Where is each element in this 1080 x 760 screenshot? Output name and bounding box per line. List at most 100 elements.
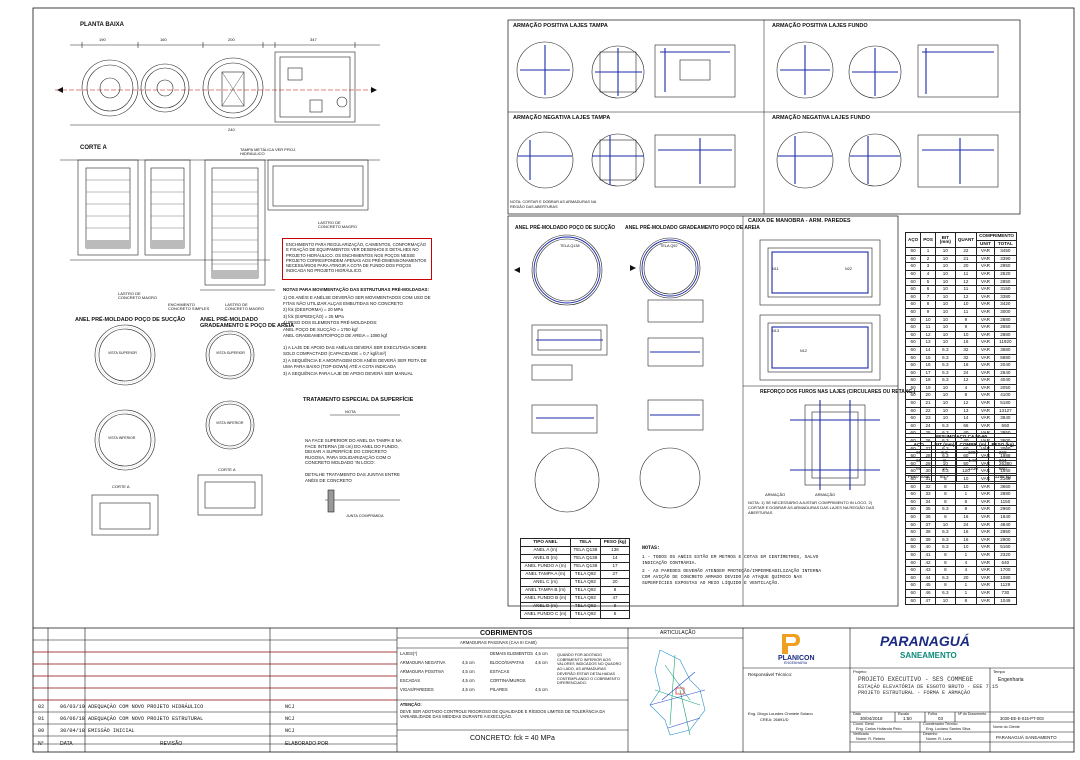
steel-row-cell: VAR (976, 497, 995, 507)
steel-row-cell: 6.3 (934, 535, 956, 545)
steel-row-cell: 2880 (993, 315, 1018, 325)
steel-row-cell: 10 (934, 330, 956, 340)
dim-347: 347 (310, 37, 317, 42)
telas-col-peso: PESO (kg) (600, 538, 630, 547)
revision-cell: ADEQUAÇÃO COM NOVO PROJETO HIDRÁULICO (88, 704, 204, 710)
steel-row-cell: 36 (920, 512, 936, 522)
resumo-row-cell: 680 (988, 465, 1017, 474)
steel-row-cell: 8 (934, 482, 956, 492)
steel-row-cell: 5180 (993, 399, 1018, 408)
steel-row-cell: 60 (904, 300, 922, 309)
steel-row-cell: 16 (920, 361, 936, 370)
label-armacao-1: ARMAÇÃO (765, 492, 786, 497)
steel-row-cell: 17 (920, 368, 936, 378)
steel-row-cell: 46 (920, 588, 936, 598)
steel-row-cell: 38 (920, 528, 936, 537)
telas-row-cell: ANEL TAMPA A (m) (520, 570, 571, 579)
steel-row-cell: 2520 (993, 269, 1018, 279)
cobrimento-item-value: 4,5 cm (462, 678, 475, 683)
steel-row-cell: 2650 (993, 323, 1018, 332)
label-vista-inferior-2: VISTA INFERIOR (216, 421, 244, 425)
label-armacao-2: ARMAÇÃO (815, 492, 836, 497)
steel-row-cell: VAR (976, 596, 995, 606)
resumo-col-aco: AÇO (904, 441, 933, 450)
projeto-line: PROJETO ESTRUTURAL - FORMA E ARMAÇÃO (858, 690, 971, 697)
steel-row-cell: 60 (904, 285, 922, 294)
steel-col-total: TOTAL (993, 239, 1018, 249)
steel-row-cell: 10 (934, 300, 956, 309)
steel-row-cell: VAR (976, 543, 995, 552)
telas-row-cell: TELA Q138 (569, 546, 602, 555)
steel-row-cell: 60 (904, 543, 922, 552)
steel-row-cell: 8 (954, 505, 978, 514)
steel-row-cell: VAR (976, 338, 995, 347)
telas-row-cell: 136 (600, 546, 630, 555)
steel-row-cell: 11 (920, 323, 936, 332)
doc-value: 3030-EE-E-015-PT-003 (1000, 716, 1044, 721)
steel-row-cell: 6.3 (934, 528, 956, 537)
cobrimento-item-value: 4,5 cm (462, 669, 475, 674)
steel-row-cell: VAR (976, 581, 995, 590)
steel-row-cell: 2 (920, 254, 936, 264)
steel-row-cell: 60 (904, 512, 922, 522)
steel-row-cell: 60 (904, 596, 922, 606)
steel-row-cell: 6.3 (934, 361, 956, 370)
cobrimento-item-label: DEMAIS ELEMENTOS (490, 651, 533, 656)
folha-label: Folha (928, 712, 937, 716)
steel-row-cell: 10 (934, 277, 956, 287)
steel-row-cell: 16 (954, 528, 978, 537)
nota-bottom-item: 2 - AS PAREDES DEVERÃO ATENDER PROTEÇÃO/… (642, 569, 822, 586)
steel-row-cell: VAR (976, 490, 995, 499)
steel-row-cell: 6.3 (934, 376, 956, 385)
steel-row-cell: 20 (920, 391, 936, 401)
steel-row-cell: 13 (920, 338, 936, 347)
coord-tecnico-name: Eng. Luciano Santos Silva (926, 727, 971, 731)
steel-row-cell: VAR (976, 300, 995, 309)
cobrimentos-title: COBRIMENTOS (480, 630, 533, 637)
steel-row-cell: VAR (976, 512, 995, 522)
steel-row-cell: VAR (976, 520, 995, 530)
steel-row-cell: 22 (920, 406, 936, 416)
responsavel-tecnico-label: Responsável Técnico: (748, 672, 793, 677)
label-enchimento: ENCHIMENTO CONCRETO SIMPLES (168, 302, 210, 311)
steel-row-cell: 3390 (993, 254, 1018, 264)
steel-row-cell: 60 (904, 414, 922, 423)
steel-row-cell: 60 (904, 361, 922, 370)
telas-row-cell: ANEL FUNDO C (m) (520, 610, 571, 619)
resumo-row-cell: 10 (931, 465, 958, 474)
folha-value: 03 (938, 716, 944, 721)
steel-table: AÇO POS BIT (mm) QUANT COMPRIMENTO UNIT … (904, 231, 1018, 606)
steel-row-cell: 18 (920, 376, 936, 385)
telas-row-cell: ANEL A (m) (520, 546, 571, 555)
telas-col-tela: TELA (569, 538, 602, 547)
steel-row-cell: 1150 (993, 497, 1018, 507)
telas-col-tipo: TIPO ANEL (520, 538, 571, 547)
revision-cell: 06/06/18 (60, 716, 85, 722)
steel-row-cell: 6.3 (934, 543, 956, 552)
cobrimento-item-value: 4,5 cm (462, 660, 475, 665)
steel-row-cell: 41 (920, 550, 936, 560)
steel-row-cell: 10 (954, 330, 978, 340)
steel-row-cell: 9 (920, 307, 936, 317)
view-title-anel-gradeamento: ANEL PRÉ-MOLDADO GRADEAMENTO E POÇO DE A… (200, 317, 295, 329)
steel-row-cell: 5 (920, 277, 936, 287)
revision-cell: ADEQUAÇÃO COM NOVO PROJETO ESTRUTURAL (88, 716, 204, 722)
steel-row-cell: VAR (976, 399, 995, 408)
steel-row-cell: VAR (976, 550, 995, 560)
rev-col-data: DATA (60, 741, 73, 747)
steel-row-cell: 8 (934, 566, 956, 575)
engenheiro-name: Eng. Diogo Lourdes Chmiele Solano (748, 711, 813, 716)
cobrimento-item: ESTACAS (490, 669, 555, 678)
steel-row-cell: 550 (993, 421, 1018, 431)
notas-bottom-title: NOTAS: (642, 545, 661, 551)
steel-row-cell: 5160 (993, 543, 1018, 552)
steel-row-cell: 10 (934, 391, 956, 401)
